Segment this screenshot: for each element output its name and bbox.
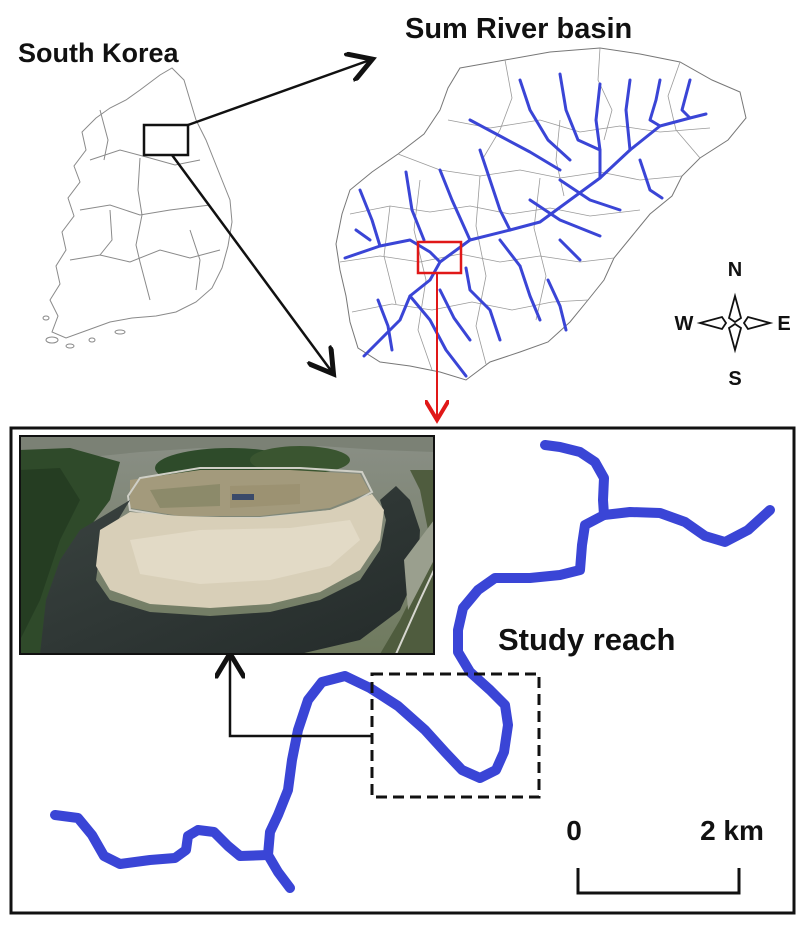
tributary-east <box>599 505 775 547</box>
scale-end-label: 2 km <box>700 815 764 846</box>
compass-south: S <box>728 368 741 390</box>
study-reach-label: Study reach <box>498 622 675 657</box>
aerial-photo-frame <box>19 435 435 655</box>
basin-map <box>335 47 747 418</box>
south-korea-label: South Korea <box>18 38 179 68</box>
scale-start-label: 0 <box>566 815 582 846</box>
compass-north: N <box>728 259 742 281</box>
tributary-west <box>50 810 273 869</box>
korea-islands <box>42 315 126 349</box>
connector-arrow-lower <box>170 154 332 372</box>
photo-connector-arrow <box>230 656 372 738</box>
compass-west: W <box>675 313 694 335</box>
connector-arrow-upper <box>187 60 370 127</box>
south-korea-map <box>49 67 233 339</box>
locator-box <box>142 123 190 157</box>
compass-east: E <box>777 313 790 335</box>
basin-title: Sum River basin <box>405 13 632 45</box>
basin-boundary <box>335 47 747 381</box>
scale-bar <box>576 868 741 895</box>
basin-study-box <box>416 240 463 275</box>
aerial-photo <box>20 436 434 654</box>
main-river <box>263 440 609 893</box>
compass-rose-icon <box>696 292 774 354</box>
basin-rivers <box>343 72 708 378</box>
